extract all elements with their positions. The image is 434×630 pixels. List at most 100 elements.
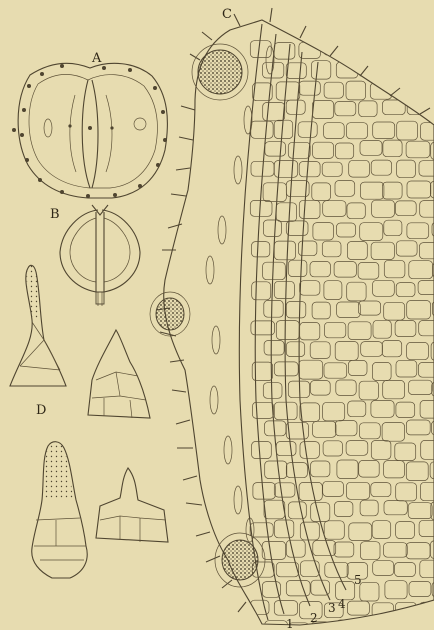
parenchyma-cell [397,121,418,140]
parenchyma-cell [396,283,415,297]
parenchyma-cell [384,501,407,515]
parenchyma-cell [419,602,434,619]
parenchyma-cell [396,483,417,501]
parenchyma-cell [337,302,361,318]
parenchyma-cell [419,243,434,259]
parenchyma-cell [430,102,434,118]
parenchyma-cell [384,62,402,78]
parenchyma-cell [274,241,295,260]
parenchyma-cell [397,160,416,178]
figure-a-stomata [12,63,167,198]
parenchyma-cell [358,622,381,630]
parenchyma-cell [313,421,337,437]
parenchyma-cell [274,161,297,178]
parenchyma-cell [336,620,359,630]
parenchyma-cell [373,561,394,576]
parenchyma-cell [335,102,356,116]
vascular-bundle-bottom [215,533,265,587]
parenchyma-cell [409,581,431,596]
parenchyma-cell [346,482,369,499]
parenchyma-cell [250,41,271,58]
parenchyma-cell [334,262,356,278]
parenchyma-cell [418,362,434,377]
parenchyma-cell [298,122,317,138]
parenchyma-cell [263,383,282,399]
parenchyma-cell [264,500,285,519]
parenchyma-cell [407,181,431,198]
parenchyma-cell [264,341,284,356]
parenchyma-cell [313,100,334,118]
parenchyma-cell [288,142,310,158]
parenchyma-cell [419,321,434,336]
parenchyma-cell [349,160,370,177]
parenchyma-cell [371,160,391,175]
parenchyma-cell [252,242,270,257]
parenchyma-cell [360,223,383,241]
parenchyma-cell [408,503,432,519]
parenchyma-cell [310,381,330,396]
parenchyma-cell [335,502,353,517]
parenchyma-cell [373,280,395,296]
parenchyma-cell [384,302,405,320]
parenchyma-cell [276,442,296,456]
parenchyma-cell [251,121,273,138]
parenchyma-cell [274,483,295,497]
parenchyma-cell [288,502,306,519]
parenchyma-cell [313,223,334,240]
parenchyma-cell [359,460,380,477]
parenchyma-cell [371,483,391,497]
parenchyma-cell [421,440,434,459]
parenchyma-cell [299,162,320,177]
parenchyma-cell [372,200,395,217]
parenchyma-cell [408,622,432,630]
parenchyma-cell [397,41,416,57]
parenchyma-cell [274,520,294,538]
parenchyma-cell [360,542,380,560]
parenchyma-cell [335,143,353,159]
layer-number-2: 2 [310,611,318,625]
parenchyma-cell [347,242,367,260]
parenchyma-cell [324,521,344,539]
parenchyma-cell [372,603,394,618]
parenchyma-cell [335,181,355,197]
parenchyma-cell [276,82,300,100]
parenchyma-cell [407,342,429,359]
parenchyma-cell [334,542,354,557]
parenchyma-cell [299,482,322,500]
parenchyma-cell [274,362,298,376]
parenchyma-cell [263,220,281,236]
figure-d-hair-3 [32,442,87,578]
parenchyma-cell [409,261,433,279]
layer-number-1: 1 [286,617,294,630]
parenchyma-cell [372,362,391,380]
parenchyma-cell [406,420,430,435]
parenchyma-cell [384,220,402,236]
parenchyma-cell [383,380,405,398]
parenchyma-cell [346,123,367,139]
parenchyma-cell [265,142,286,156]
parenchyma-cell [430,462,434,479]
parenchyma-cell [371,242,394,259]
parenchyma-cell [406,462,428,481]
parenchyma-cell [324,363,347,378]
parenchyma-cell [420,482,434,500]
parenchyma-cell [395,201,416,216]
parenchyma-cell [407,301,431,320]
parenchyma-cell [370,83,392,99]
vascular-bundle-middle [150,292,190,336]
parenchyma-cell [310,342,330,359]
parenchyma-cell [406,543,430,559]
parenchyma-cell [395,443,416,461]
layer-number-5: 5 [354,573,362,587]
parenchyma-cell [300,322,320,340]
parenchyma-cell [274,281,294,298]
parenchyma-cell [371,401,394,418]
parenchyma-cell [336,380,356,395]
parenchyma-cell [274,43,295,60]
parenchyma-cell [324,41,346,55]
parenchyma-cell [288,260,307,276]
parenchyma-cell [360,500,378,516]
parenchyma-cell [420,560,434,578]
parenchyma-cell [311,461,330,477]
